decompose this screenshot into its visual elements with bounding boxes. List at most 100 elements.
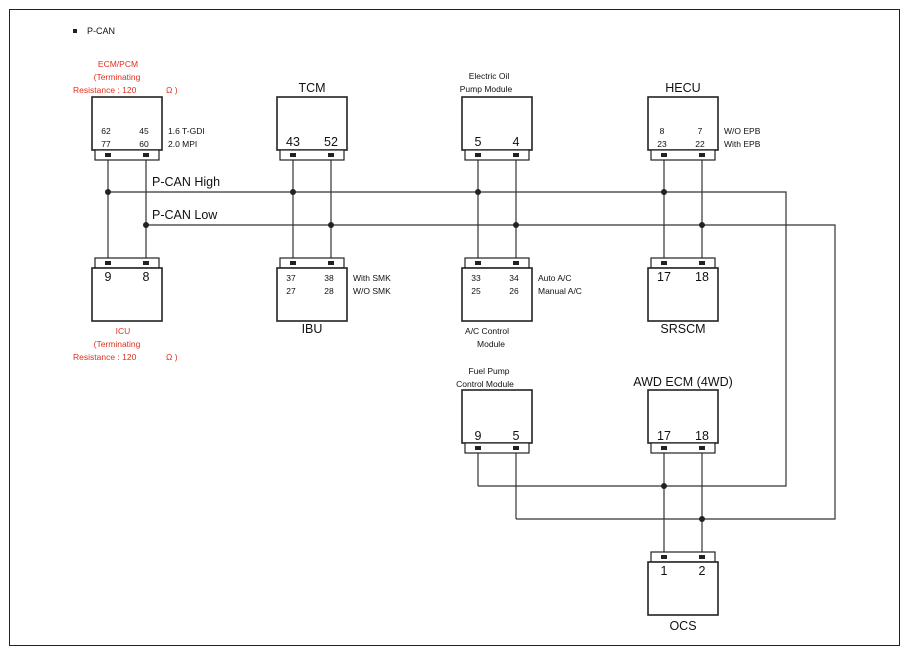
title-bullet-icon — [73, 29, 77, 33]
connector-pin-icon — [513, 261, 519, 265]
icu-connector — [94, 257, 160, 269]
diagram-title: P-CAN — [87, 26, 115, 36]
connector-pin-icon — [661, 555, 667, 559]
srscm-module: 17 18 SRSCM — [647, 257, 719, 336]
connector-pin-icon — [290, 261, 296, 265]
acm-pin: 34 — [509, 273, 519, 283]
awd-body — [647, 389, 719, 444]
connector-pin-icon — [661, 153, 667, 157]
icu-module: 9 8 ICU (Terminating Resistance : 120 Ω … — [73, 257, 178, 362]
connector-pin-icon — [475, 153, 481, 157]
junction-dot — [661, 483, 667, 489]
srscm-pin: 17 — [657, 270, 671, 284]
awd-pin: 18 — [695, 429, 709, 443]
connector-pin-icon — [143, 153, 149, 157]
icu-pin: 8 — [143, 270, 150, 284]
connector-pin-icon — [105, 261, 111, 265]
tcm-name: TCM — [298, 81, 325, 95]
ibu-pin: 28 — [324, 286, 334, 296]
icu-body — [91, 267, 163, 322]
ecm-variant2: 2.0 MPI — [168, 139, 197, 149]
junction-dot — [105, 189, 111, 195]
hecu-connector — [650, 149, 716, 161]
connector-pin-icon — [513, 153, 519, 157]
junction-dot — [699, 222, 705, 228]
eopm-name-line2: Pump Module — [460, 84, 513, 94]
fpcm-pin: 9 — [475, 429, 482, 443]
ecm-name: ECM/PCM — [98, 59, 138, 69]
ecm-pin: 45 — [139, 126, 149, 136]
ibu-name: IBU — [302, 322, 323, 336]
fpcm-name-line2: Control Module — [456, 379, 514, 389]
acm-variant2: Manual A/C — [538, 286, 582, 296]
icu-note-unit: Ω ) — [166, 352, 178, 362]
tcm-module: TCM 43 52 — [276, 81, 348, 161]
ocs-name: OCS — [669, 619, 696, 633]
fpcm-pin: 5 — [513, 429, 520, 443]
acm-connector — [464, 257, 530, 269]
acm-pin: 33 — [471, 273, 481, 283]
ecm-note-line1: (Terminating — [94, 72, 141, 82]
junction-dot — [143, 222, 149, 228]
diagram-frame — [9, 9, 900, 646]
srscm-name: SRSCM — [660, 322, 705, 336]
connector-pin-icon — [699, 261, 705, 265]
ecm-note-line2: Resistance : 120 — [73, 85, 137, 95]
p-can-low-bus — [146, 224, 836, 520]
srscm-pin: 18 — [695, 270, 709, 284]
eopm-body — [461, 96, 533, 151]
acm-pin: 26 — [509, 286, 519, 296]
srscm-body — [647, 267, 719, 322]
ibu-pin: 27 — [286, 286, 296, 296]
ocs-pin: 1 — [661, 564, 668, 578]
ibu-module: 37 38 27 28 With SMK W/O SMK IBU — [276, 257, 391, 336]
ecm-pin: 60 — [139, 139, 149, 149]
connector-pin-icon — [661, 261, 667, 265]
hecu-name: HECU — [665, 81, 700, 95]
fpcm-body — [461, 389, 533, 444]
ibu-variant1: With SMK — [353, 273, 391, 283]
icu-note-line1: (Terminating — [94, 339, 141, 349]
connector-pin-icon — [143, 261, 149, 265]
p-can-high-label: P-CAN High — [152, 175, 220, 189]
tcm-pin: 43 — [286, 135, 300, 149]
tcm-connector — [279, 149, 345, 161]
fpcm-name-line1: Fuel Pump — [468, 366, 509, 376]
junction-dot — [699, 516, 705, 522]
icu-name: ICU — [116, 326, 131, 336]
ecm-note-unit: Ω ) — [166, 85, 178, 95]
hecu-module: HECU 8 7 23 22 W/O EPB With EPB — [647, 81, 761, 161]
connector-pin-icon — [475, 261, 481, 265]
p-can-high-bus — [108, 191, 787, 487]
eopm-pin: 5 — [475, 135, 482, 149]
hecu-variant2: With EPB — [724, 139, 761, 149]
junction-dot — [513, 222, 519, 228]
junction-dot — [290, 189, 296, 195]
eopm-name-line1: Electric Oil — [469, 71, 510, 81]
connector-pin-icon — [328, 261, 334, 265]
ibu-connector — [279, 257, 345, 269]
connector-pin-icon — [699, 555, 705, 559]
hecu-pin: 22 — [695, 139, 705, 149]
ocs-pin: 2 — [699, 564, 706, 578]
ibu-body — [276, 267, 348, 322]
connector-pin-icon — [105, 153, 111, 157]
awd-ecm-module: AWD ECM (4WD) 17 18 — [633, 375, 733, 454]
ecm-variant1: 1.6 T-GDI — [168, 126, 205, 136]
p-can-low-label: P-CAN Low — [152, 208, 218, 222]
junction-dot — [328, 222, 334, 228]
ocs-module: 1 2 OCS — [647, 551, 719, 633]
eopm-pin: 4 — [513, 135, 520, 149]
tcm-pin: 52 — [324, 135, 338, 149]
junction-dot — [661, 189, 667, 195]
connector-pin-icon — [475, 446, 481, 450]
connector-pin-icon — [513, 446, 519, 450]
ecm-body — [91, 96, 163, 151]
connector-pin-icon — [699, 153, 705, 157]
icu-pin: 9 — [105, 270, 112, 284]
tcm-body — [276, 96, 348, 151]
ecm-pin: 62 — [101, 126, 111, 136]
acm-pin: 25 — [471, 286, 481, 296]
fuel-pump-control-module: Fuel Pump Control Module 9 5 — [456, 366, 533, 454]
